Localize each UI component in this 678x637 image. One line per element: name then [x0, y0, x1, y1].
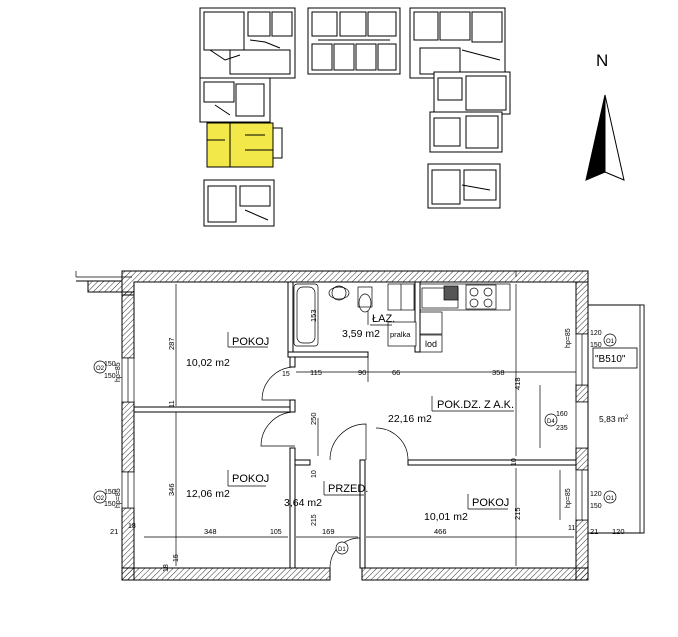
tag-d4: D4 [547, 419, 555, 425]
room-lazienka-area: 3,59 m2 [342, 328, 380, 340]
window-hp-2: hp=85 [115, 488, 122, 508]
dim-287: 287 [167, 337, 176, 350]
dim-15b: 15 [173, 554, 180, 562]
balcony-label: "B510" [595, 354, 626, 365]
balcony-area-sup: 2 [625, 415, 629, 421]
apartment-plan: pralka lod "B510" 5,83 m2 [75, 270, 645, 581]
dim-10c: 10 [511, 458, 518, 466]
room-pokoj3-area: 10,01 m2 [424, 511, 468, 523]
bathroom-fixtures [293, 283, 415, 347]
dim-215b: 215 [513, 507, 522, 520]
room-pokoj3-name: POKOJ [472, 497, 509, 509]
tag-o2-a: O2 [96, 366, 105, 372]
dim-10: 105 [270, 529, 282, 536]
dim-358: 358 [492, 368, 505, 377]
room-kuchnia-name: POK.DZ. Z A.K. [437, 399, 514, 411]
room-labels: POKOJ 10,02 m2 POKOJ 12,06 m2 POKOJ 10,0… [186, 311, 514, 523]
dim-21b: 21 [590, 527, 598, 536]
tag-o1-a: O1 [606, 339, 615, 345]
dim-21: 21 [110, 527, 118, 536]
window-width-2: 150 [104, 489, 116, 496]
tag-o2-b: O2 [96, 496, 105, 502]
window-width-1: 150 [104, 361, 116, 368]
kitchen-fixtures [419, 283, 511, 353]
key-plan [199, 7, 511, 227]
window-hp-3: hp=85 [565, 328, 572, 348]
room-pokoj2-name: POKOJ [232, 473, 269, 485]
dim-115: 115 [310, 368, 322, 377]
tag-d1: D1 [338, 547, 346, 553]
dim-169: 169 [322, 527, 335, 536]
dim-215: 215 [311, 514, 318, 526]
opening-tags: O2 O2 O1 O1 D4 D1 [93, 333, 617, 555]
dim-15: 15 [282, 371, 290, 378]
dim-66: 66 [392, 368, 400, 377]
window-hp-1: hp=85 [115, 362, 122, 382]
balcony-area: 5,83 m [599, 414, 625, 424]
dim-160: 160 [556, 411, 568, 418]
dim-18: 18 [128, 523, 136, 530]
dim-418: 418 [513, 377, 522, 390]
room-przedpokoj-area: 3,64 m2 [284, 497, 322, 509]
room-pokoj1-area: 10,02 m2 [186, 357, 230, 369]
dim-120: 120 [612, 527, 625, 536]
north-arrow: N [585, 51, 625, 181]
dim-18b: 18 [163, 564, 170, 572]
svg-text:5,83 m2: 5,83 m2 [599, 414, 629, 424]
room-pokoj2-area: 12,06 m2 [186, 488, 230, 500]
room-kuchnia-area: 22,16 m2 [388, 413, 432, 425]
window-tags: 150 150 hp=85 150 150 hp=85 120 150 hp=8… [104, 328, 602, 510]
north-label: N [596, 51, 608, 70]
window-height-2: 150 [104, 501, 116, 508]
dim-153: 153 [309, 309, 318, 322]
window-height-4: 150 [590, 503, 602, 510]
dim-466: 466 [434, 527, 447, 536]
dim-11: 11 [167, 400, 176, 408]
window-height-1: 150 [104, 373, 116, 380]
window-height-3: 150 [590, 342, 602, 349]
dim-90: 90 [358, 368, 366, 377]
dim-348: 348 [204, 527, 217, 536]
dim-346: 346 [167, 483, 176, 496]
dim-10b: 10 [311, 470, 318, 478]
balcony: "B510" 5,83 m2 [587, 304, 645, 534]
dim-250: 250 [309, 412, 318, 425]
room-przedpokoj-name: PRZED. [328, 483, 368, 495]
washer-label: pralka [390, 330, 411, 339]
tag-o1-b: O1 [606, 496, 615, 502]
room-lazienka-name: ŁAZ. [372, 313, 395, 325]
dim-235: 235 [556, 425, 568, 432]
fridge-label: lod [425, 339, 437, 349]
room-pokoj1-name: POKOJ [232, 336, 269, 348]
window-width-4: 120 [590, 491, 602, 498]
window-hp-4: hp=85 [565, 488, 572, 508]
window-width-3: 120 [590, 330, 602, 337]
dimension-labels: 287 11 346 348 105 153 15 115 90 66 358 … [110, 309, 625, 572]
dim-11b: 11 [568, 525, 575, 532]
